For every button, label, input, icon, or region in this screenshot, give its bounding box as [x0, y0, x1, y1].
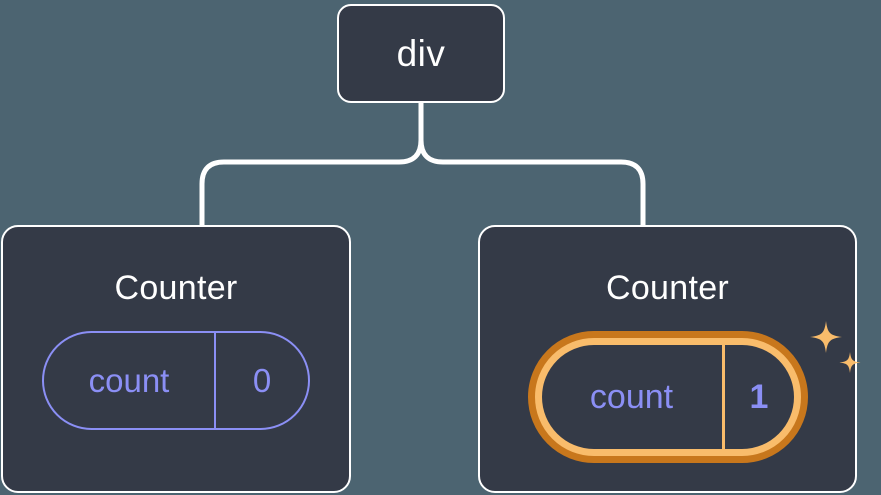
sparkle-small-icon	[839, 352, 860, 373]
state-pill-inner: count 1	[541, 345, 794, 449]
sparkle-large-icon	[809, 321, 842, 353]
state-pill-divider	[214, 333, 216, 428]
node-counter-left[interactable]: Counter count 0	[1, 225, 351, 493]
component-title: Counter	[605, 269, 730, 307]
state-value: 0	[252, 362, 272, 399]
state-pill-wrapper: count 1	[527, 321, 860, 463]
state-pill-divider	[721, 345, 725, 449]
state-key: count	[589, 378, 674, 416]
state-pill-highlighted[interactable]: count 1	[527, 331, 808, 463]
sparkles-group	[809, 321, 860, 373]
node-counter-right[interactable]: Counter count 1	[478, 225, 860, 493]
root-node-label: div	[396, 33, 446, 74]
state-key: count	[88, 362, 170, 399]
state-pill-wrapper: count 0	[42, 331, 310, 430]
node-root-div[interactable]: div	[337, 4, 505, 103]
component-title: Counter	[114, 269, 238, 307]
state-pill[interactable]: count 0	[42, 331, 310, 430]
state-value: 1	[749, 378, 769, 416]
